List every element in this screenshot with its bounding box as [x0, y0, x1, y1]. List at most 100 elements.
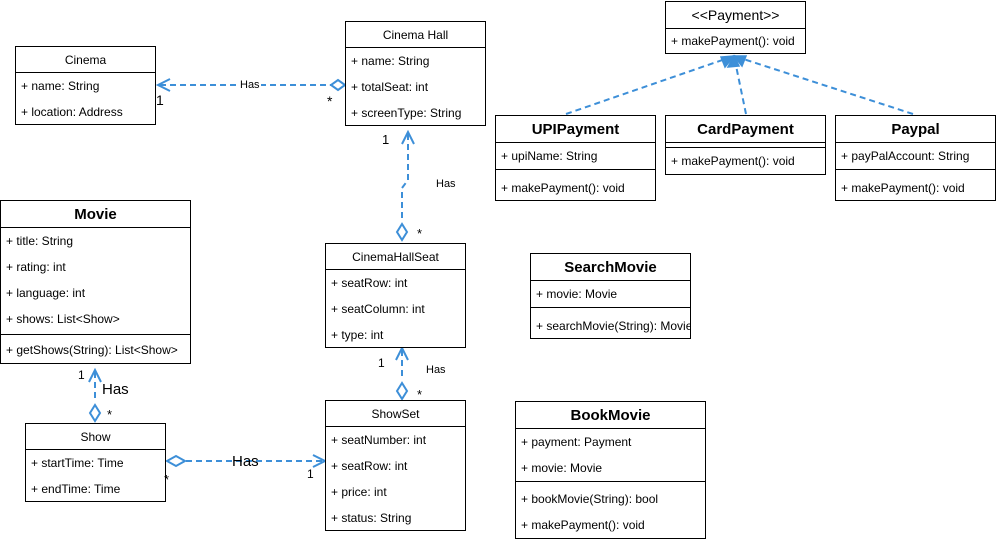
attribute: + screenType: String	[351, 106, 462, 120]
class-cinema-hall-seat[interactable]: CinemaHallSeat + seatRow: int + seatColu…	[325, 243, 466, 348]
class-movie-methods: + getShows(String): List<Show>	[1, 335, 190, 363]
class-search-movie-methods: + searchMovie(String): Movie	[531, 308, 690, 339]
attribute: + startTime: Time	[31, 456, 124, 470]
class-cinema-name: Cinema	[16, 47, 155, 73]
edge-cinemahall-cinemahallseat	[401, 134, 409, 220]
attribute: + rating: int	[6, 260, 66, 274]
interface-payment[interactable]: <<Payment>> + makePayment(): void	[665, 1, 806, 54]
attribute: + shows: List<Show>	[6, 312, 120, 326]
diamond-cinemahallseat	[395, 222, 409, 242]
multiplicity-movie: 1	[78, 368, 85, 382]
attribute: + type: int	[331, 328, 384, 342]
inherit-arrowhead-card	[726, 54, 741, 68]
attribute: + totalSeat: int	[351, 80, 429, 94]
class-movie-attributes: + title: String + rating: int + language…	[1, 228, 190, 335]
multiplicity-show-top: *	[107, 407, 113, 422]
attribute: + language: int	[6, 286, 86, 300]
class-search-movie-attributes: + movie: Movie	[531, 281, 690, 308]
multiplicity-seat: 1	[378, 356, 385, 370]
class-book-movie-name: BookMovie	[516, 402, 705, 429]
class-paypal-name: Paypal	[836, 116, 995, 143]
class-show-attributes: + startTime: Time + endTime: Time	[26, 450, 165, 502]
attribute: + name: String	[21, 79, 100, 93]
multiplicity-showset-left: 1	[307, 467, 314, 481]
class-upi-payment-name: UPIPayment	[496, 116, 655, 143]
multiplicity-showset-top: *	[417, 387, 423, 402]
method: + makePayment(): void	[671, 34, 795, 48]
edge-payment-upi	[565, 55, 735, 115]
class-card-payment-name: CardPayment	[666, 116, 825, 143]
method: + makePayment(): void	[521, 518, 645, 532]
method: + searchMovie(String): Movie	[536, 319, 690, 333]
class-cinema-hall-seat-name: CinemaHallSeat	[326, 244, 465, 270]
class-cinema-hall-name: Cinema Hall	[346, 22, 485, 48]
attribute: + movie: Movie	[536, 287, 618, 301]
multiplicity-cinema-hall: *	[327, 93, 333, 109]
method: + bookMovie(String): bool	[521, 492, 659, 506]
edge-label-hall-seat: Has	[436, 178, 456, 190]
interface-payment-name: <<Payment>>	[666, 2, 805, 29]
class-cinema-hall-attributes: + name: String + totalSeat: int + screen…	[346, 48, 485, 126]
method: + getShows(String): List<Show>	[6, 343, 178, 357]
class-upi-payment-methods: + makePayment(): void	[496, 170, 655, 201]
class-upi-payment[interactable]: UPIPayment + upiName: String + makePayme…	[495, 115, 656, 201]
attribute: + location: Address	[21, 105, 123, 119]
arrowhead-cinemahallseat	[395, 345, 409, 361]
multiplicity-cinema: 1	[156, 92, 164, 108]
class-book-movie-methods: + bookMovie(String): bool + makePayment(…	[516, 482, 705, 538]
class-book-movie-attributes: + payment: Payment + movie: Movie	[516, 429, 705, 482]
multiplicity-hall-seat: *	[417, 226, 423, 241]
attribute: + payment: Payment	[521, 435, 632, 449]
interface-payment-methods: + makePayment(): void	[666, 29, 805, 53]
class-paypal-attributes: + payPalAccount: String	[836, 143, 995, 170]
multiplicity-hall: 1	[382, 132, 390, 147]
attribute: + movie: Movie	[521, 461, 603, 475]
class-search-movie-name: SearchMovie	[531, 254, 690, 281]
class-show-set[interactable]: ShowSet + seatNumber: int + seatRow: int…	[325, 400, 466, 531]
class-show-name: Show	[26, 424, 165, 450]
class-paypal-methods: + makePayment(): void	[836, 170, 995, 201]
method: + makePayment(): void	[671, 154, 795, 168]
diamond-show	[88, 403, 102, 423]
diamond-show-right	[164, 454, 188, 468]
class-cinema-hall[interactable]: Cinema Hall + name: String + totalSeat: …	[345, 21, 486, 126]
diamond-cinemahall	[329, 78, 347, 92]
class-card-payment[interactable]: CardPayment + makePayment(): void	[665, 115, 826, 175]
class-cinema[interactable]: Cinema + name: String + location: Addres…	[15, 46, 156, 125]
arrowhead-cinema	[155, 78, 171, 92]
attribute: + seatNumber: int	[331, 433, 427, 447]
class-card-payment-methods: + makePayment(): void	[666, 148, 825, 174]
class-cinema-hall-seat-attributes: + seatRow: int + seatColumn: int + type:…	[326, 270, 465, 348]
arrowhead-cinemahall	[401, 129, 415, 145]
attribute: + seatColumn: int	[331, 302, 425, 316]
class-search-movie[interactable]: SearchMovie + movie: Movie + searchMovie…	[530, 253, 691, 339]
method: + makePayment(): void	[501, 181, 625, 195]
inherit-arrowhead-upi	[719, 55, 736, 69]
edge-label-seat-showset: Has	[426, 364, 446, 376]
attribute: + title: String	[6, 234, 74, 248]
class-show[interactable]: Show + startTime: Time + endTime: Time	[25, 423, 166, 502]
attribute: + status: String	[331, 511, 412, 525]
class-movie[interactable]: Movie + title: String + rating: int + la…	[0, 200, 191, 364]
class-show-set-attributes: + seatNumber: int + seatRow: int + price…	[326, 427, 465, 531]
multiplicity-show-right: *	[164, 472, 170, 487]
edge-label-show-showset: Has	[232, 453, 259, 470]
attribute: + payPalAccount: String	[841, 149, 970, 163]
method: + makePayment(): void	[841, 181, 965, 195]
attribute: + price: int	[331, 485, 387, 499]
inherit-arrowhead-paypal	[732, 55, 748, 68]
edge-label-cinema-hall: Has	[239, 79, 261, 91]
attribute: + name: String	[351, 54, 430, 68]
class-book-movie[interactable]: BookMovie + payment: Payment + movie: Mo…	[515, 401, 706, 539]
attribute: + upiName: String	[501, 149, 598, 163]
arrowhead-movie	[88, 367, 102, 383]
attribute: + endTime: Time	[31, 482, 121, 496]
attribute: + seatRow: int	[331, 459, 408, 473]
class-paypal[interactable]: Paypal + payPalAccount: String + makePay…	[835, 115, 996, 201]
diamond-showset	[395, 381, 409, 401]
class-show-set-name: ShowSet	[326, 401, 465, 427]
class-cinema-attributes: + name: String + location: Address	[16, 73, 155, 125]
edge-payment-paypal	[733, 55, 914, 115]
class-card-payment-attributes	[666, 143, 825, 148]
